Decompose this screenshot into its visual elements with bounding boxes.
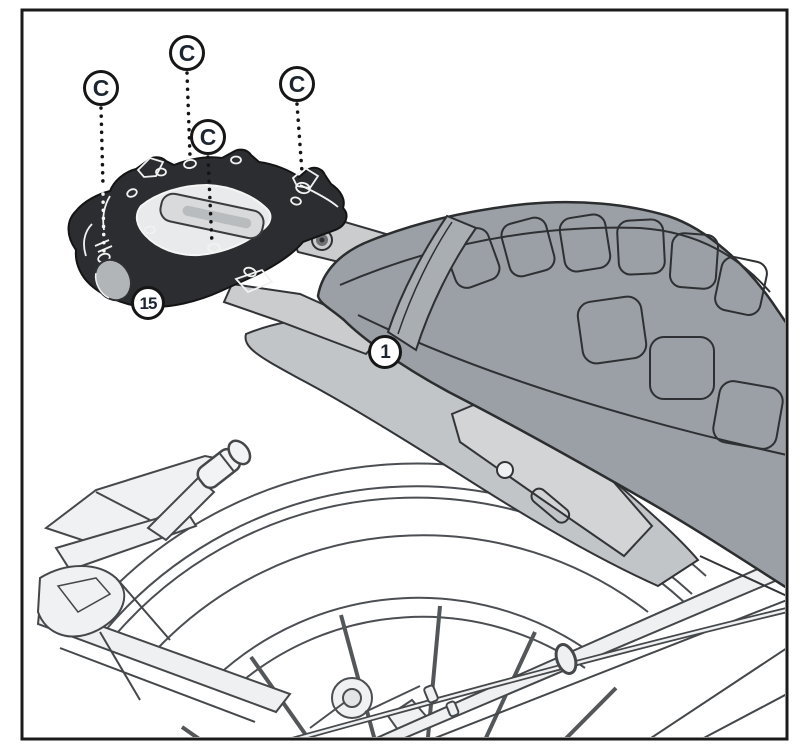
- callout-fitting-c-right: C: [279, 66, 315, 102]
- callout-part-15-plate: 15: [131, 286, 165, 320]
- turn-signal: [196, 439, 252, 490]
- callout-label: C: [199, 123, 217, 150]
- bracket-hole: [496, 461, 514, 479]
- callout-label: C: [288, 70, 306, 97]
- callout-label: C: [178, 39, 196, 66]
- callout-fitting-c-middle: C: [190, 119, 226, 155]
- callout-label: 1: [380, 341, 391, 363]
- callout-label: 15: [139, 293, 158, 313]
- callout-part-1-rack: 1: [368, 335, 402, 369]
- tail-fender: [36, 454, 239, 701]
- callout-fitting-c-top: C: [169, 35, 205, 71]
- callout-label: C: [92, 74, 110, 101]
- seat-strap: [386, 214, 478, 352]
- callout-leaders: [99, 71, 304, 254]
- brake-line: [291, 607, 785, 737]
- callout-fitting-c-left: C: [83, 70, 119, 106]
- handle-in-opening: [159, 192, 265, 240]
- seat: [316, 200, 785, 589]
- top-case-plate: [67, 148, 348, 309]
